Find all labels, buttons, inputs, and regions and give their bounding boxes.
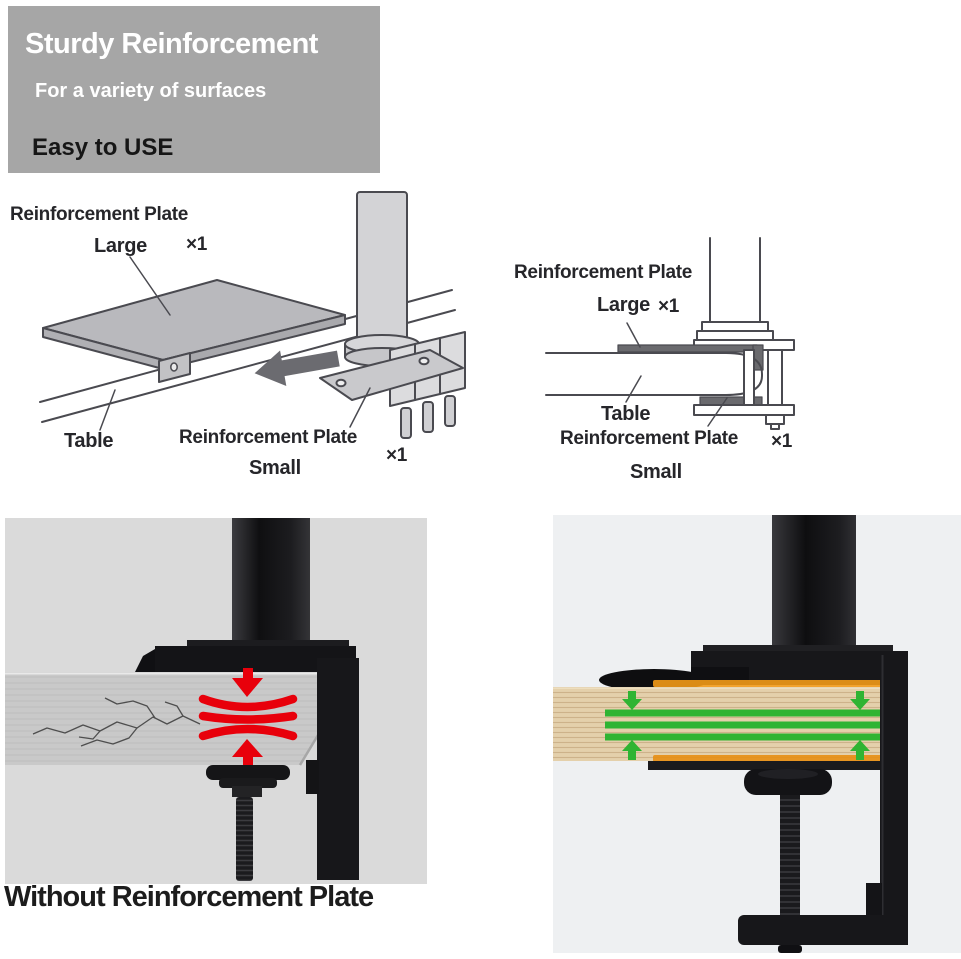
- right-size-large-label: Large: [597, 294, 650, 316]
- left-plate-label: Reinforcement Plate: [10, 204, 189, 225]
- left-small-plate-label: Reinforcement Plate: [179, 427, 358, 448]
- left-large-qty: ×1: [186, 234, 208, 255]
- black-pole: [232, 518, 310, 650]
- pressure-glow-top: [653, 680, 901, 687]
- page-tagline: Easy to USE: [32, 134, 174, 161]
- clamp-top-jaw: [691, 645, 906, 685]
- right-plate-label: Reinforcement Plate: [514, 262, 693, 283]
- diagram-right-table: [545, 352, 763, 396]
- header-banner: Sturdy Reinforcement For a variety of su…: [8, 6, 380, 173]
- photo-without-plate: [5, 518, 427, 884]
- diagram-right-large-plate: [617, 344, 764, 371]
- pressure-glow-bottom: [653, 755, 903, 762]
- diagram-right-leader-lines: [625, 322, 728, 427]
- right-large-qty: ×1: [658, 296, 680, 317]
- photo-left-caption: Without Reinforcement Plate: [4, 881, 374, 913]
- left-table-label: Table: [64, 430, 114, 452]
- pole-and-clamp-illustration: [344, 191, 466, 439]
- reinforced-arrows-green-icon: [605, 691, 883, 760]
- right-small-plate-label: Reinforcement Plate: [560, 428, 739, 449]
- large-plate-illustration: [42, 279, 346, 383]
- left-small-qty: ×1: [386, 445, 408, 466]
- clamp-screw-assembly: [206, 765, 290, 881]
- page-title: Sturdy Reinforcement: [25, 28, 318, 60]
- diagram-left-leader-lines: [99, 256, 371, 431]
- left-size-small-label: Small: [249, 457, 301, 479]
- photo-with-plate: [553, 515, 961, 953]
- right-size-small-label: Small: [630, 461, 682, 483]
- diagram-right-pole: [693, 237, 795, 351]
- cracked-table-edge: [5, 671, 358, 766]
- right-table-label: Table: [601, 403, 651, 425]
- installation-diagrams: [39, 191, 795, 439]
- small-plate-illustration: [319, 349, 464, 401]
- left-size-large-label: Large: [94, 235, 147, 257]
- insert-arrow-icon: [254, 350, 340, 386]
- diagram-right-clamp: [693, 349, 795, 430]
- black-pole: [772, 515, 856, 653]
- crack-lines: [32, 697, 201, 747]
- clamp-c-arm: [738, 651, 908, 953]
- clamp-rear-arm: [306, 658, 359, 880]
- right-small-qty: ×1: [771, 431, 793, 452]
- compression-arrows-red-icon: [198, 668, 298, 769]
- clamp-screw-assembly: [648, 761, 906, 919]
- page-subtitle: For a variety of surfaces: [35, 80, 267, 102]
